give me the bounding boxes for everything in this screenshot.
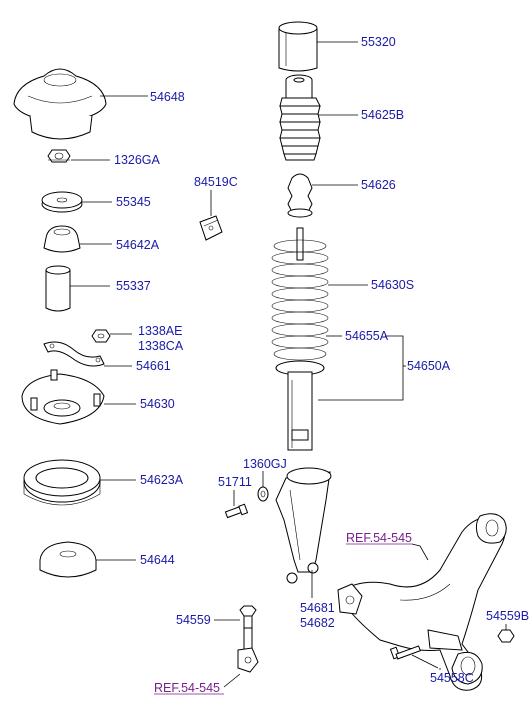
part-label-1338ca: 1338CA (138, 339, 184, 353)
strut-top-cover-drawing (13, 68, 107, 140)
knuckle-bracket-drawing (275, 467, 332, 584)
dust-cap-drawing (278, 21, 318, 72)
part-label-51711: 51711 (218, 475, 252, 489)
part-label-84519c: 84519C (194, 175, 238, 189)
knuckle-bolt-drawing (224, 503, 249, 519)
part-label-54630: 54630 (140, 397, 175, 411)
part-label-54648: 54648 (150, 90, 185, 104)
dust-cover-ring-drawing (23, 459, 101, 506)
stabilizer-link-drawing (237, 605, 259, 673)
part-label-1326ga: 1326GA (114, 153, 161, 167)
strut-mount-drawing (21, 369, 105, 425)
insulator-drawing (43, 225, 81, 253)
flange-nut-drawing (47, 149, 71, 163)
coil-spring-drawing (271, 227, 329, 451)
part-label-1338ae: 1338AE (138, 324, 182, 338)
upper-washer-drawing (41, 191, 83, 213)
part-label-54661: 54661 (136, 359, 171, 373)
part-label-1360gj: 1360GJ (243, 457, 287, 471)
reference-label-stabilizer-link[interactable]: REF.54-545 (154, 681, 220, 695)
arm-nut-drawing (497, 629, 515, 643)
part-label-55337: 55337 (116, 279, 151, 293)
clip-drawing (199, 215, 223, 241)
top-nut-drawing (91, 329, 111, 343)
lower-arm-drawing (337, 513, 507, 691)
arm-bolt-drawing (389, 645, 421, 660)
mounting-bracket-drawing (43, 341, 105, 367)
part-label-54625b: 54625B (361, 108, 404, 122)
bump-stopper-drawing (287, 173, 313, 218)
part-label-54644: 54644 (140, 553, 175, 567)
rubber-seat-drawing (39, 541, 97, 578)
part-label-54630s: 54630S (371, 278, 414, 292)
part-label-55320: 55320 (361, 35, 396, 49)
part-label-54642a: 54642A (116, 238, 160, 252)
part-label-54681: 54681 (300, 601, 335, 615)
part-label-54559: 54559 (176, 613, 211, 627)
part-label-54558c: 54558C (430, 671, 474, 685)
part-label-54623a: 54623A (140, 473, 184, 487)
part-label-54655a: 54655A (345, 329, 389, 343)
reference-label-lower-arm[interactable]: REF.54-545 (346, 531, 412, 545)
part-label-54559b: 54559B (486, 609, 529, 623)
part-label-54650a: 54650A (407, 359, 451, 373)
part-label-54682: 54682 (300, 616, 335, 630)
spacer-drawing (45, 265, 71, 312)
part-label-54626: 54626 (361, 178, 396, 192)
part-label-55345: 55345 (116, 195, 151, 209)
washer-drawing (257, 486, 269, 502)
bumper-boot-drawing (279, 74, 321, 161)
